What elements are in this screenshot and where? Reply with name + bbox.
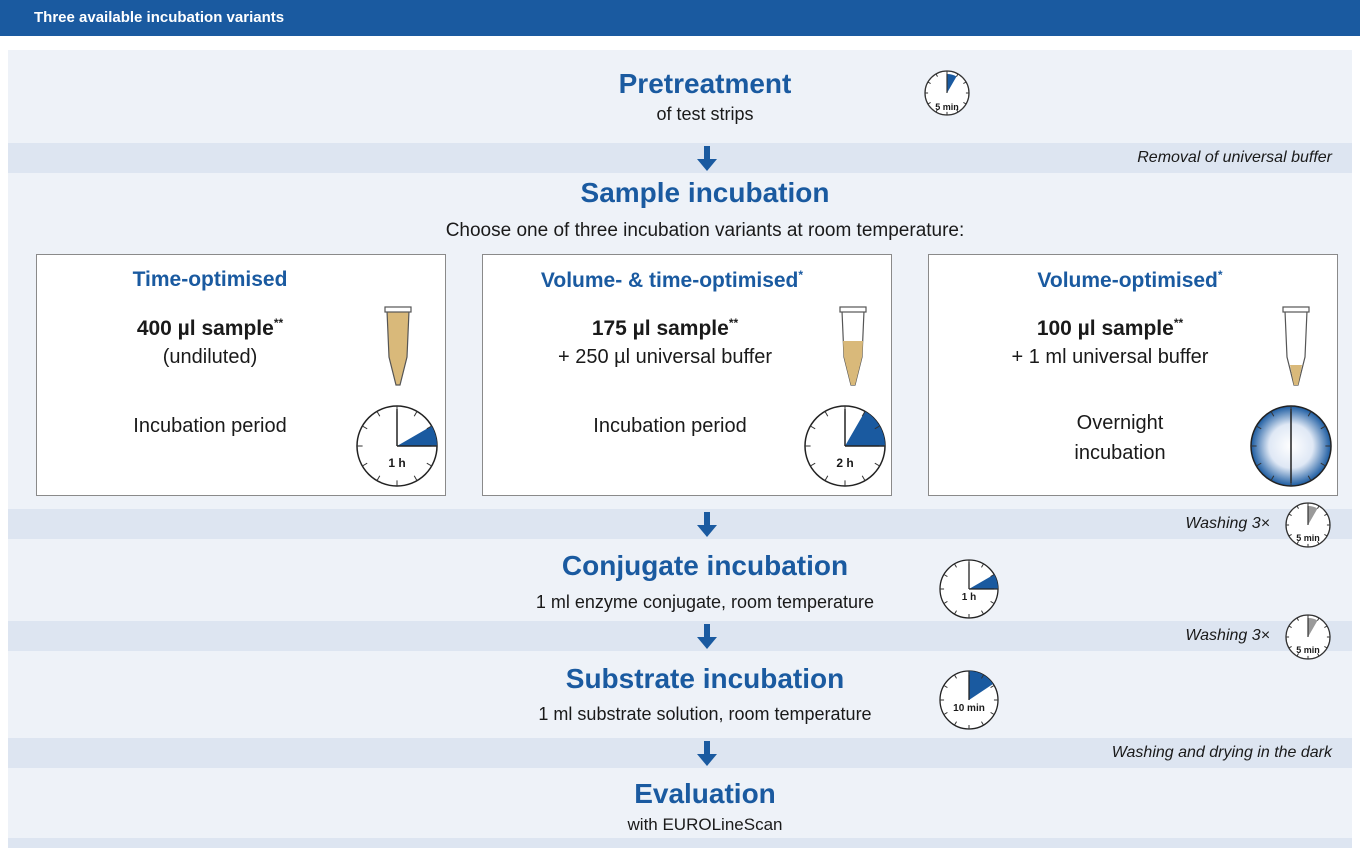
sample-subtitle: Choose one of three incubation variants …: [445, 220, 965, 241]
conjugate-title: Conjugate incubation: [561, 550, 849, 581]
washing-dark-band: [8, 738, 1352, 768]
conjugate-subtitle: 1 ml enzyme conjugate, room temperature: [535, 592, 875, 612]
removal-note: Removal of universal buffer: [1137, 149, 1332, 166]
evaluation-band: [8, 768, 1352, 838]
timer-1h-label: 1 h: [961, 592, 977, 603]
bottom-band: [8, 838, 1352, 848]
variant-period: Incubation period: [593, 415, 747, 437]
variant-detail: + 1 ml universal buffer: [1011, 346, 1209, 368]
substrate-title: Substrate incubation: [565, 663, 845, 694]
variant-detail: (undiluted): [162, 346, 258, 368]
arrow-down-icon: [697, 512, 717, 537]
substrate-band: [8, 651, 1352, 738]
evaluation-subtitle: with EUROLineScan: [627, 815, 783, 834]
timer-1h-label: 1 h: [388, 456, 406, 470]
timer-wash-icon: [1285, 614, 1331, 660]
variant-title: Volume-optimised*: [1037, 268, 1223, 292]
sample-tube-icon: [384, 306, 412, 386]
sample-title: Sample incubation: [580, 177, 830, 208]
pretreatment-title: Pretreatment: [618, 68, 792, 99]
timer-wash-icon: [1285, 502, 1331, 548]
timer-2h-icon: [804, 405, 886, 487]
sample-tube-icon: [839, 306, 867, 386]
timer-wash-label: 5 min: [1296, 645, 1320, 655]
timer-1h-icon: [356, 405, 438, 487]
pretreatment-subtitle: of test strips: [656, 104, 754, 124]
variant-period: Incubation period: [133, 415, 287, 437]
variant-detail: + 250 µl universal buffer: [557, 346, 773, 368]
arrow-down-icon: [697, 741, 717, 766]
washing2-note: Washing 3×: [1185, 627, 1270, 644]
timer-10min-icon: [939, 670, 999, 730]
variant-period-line2: incubation: [1074, 442, 1166, 464]
timer-overnight-icon: [1250, 405, 1332, 487]
variant-sample: 100 µl sample**: [1036, 316, 1184, 340]
pretreatment-band: [8, 50, 1352, 143]
evaluation-title: Evaluation: [634, 778, 776, 809]
sample-tube-icon: [1282, 306, 1310, 386]
timer-1h-icon: [939, 559, 999, 619]
washing2-band: [8, 621, 1352, 651]
timer-10min-label: 10 min: [953, 703, 985, 714]
variant-card-time: [36, 254, 446, 496]
arrow-down-icon: [697, 624, 717, 649]
variant-sample: 175 µl sample**: [591, 316, 739, 340]
variant-title: Time-optimised: [132, 268, 288, 291]
header-bar: Three available incubation variants: [0, 0, 1360, 36]
timer-2h-label: 2 h: [836, 456, 854, 470]
variant-title: Volume- & time-optimised*: [540, 268, 804, 292]
header-title: Three available incubation variants: [34, 9, 285, 26]
substrate-subtitle: 1 ml substrate solution, room temperatur…: [538, 704, 872, 724]
variant-period-line1: Overnight: [1076, 412, 1164, 434]
washing-dark-note: Washing and drying in the dark: [1111, 744, 1332, 761]
variant-sample: 400 µl sample**: [136, 316, 284, 340]
washing1-band: [8, 509, 1352, 539]
conjugate-band: [8, 539, 1352, 621]
washing1-note: Washing 3×: [1185, 515, 1270, 532]
removal-band: [8, 143, 1352, 173]
timer-wash-label: 5 min: [1296, 533, 1320, 543]
arrow-down-icon: [697, 146, 717, 171]
timer-5min-icon: [924, 70, 970, 116]
timer-5min-label: 5 min: [935, 102, 959, 112]
